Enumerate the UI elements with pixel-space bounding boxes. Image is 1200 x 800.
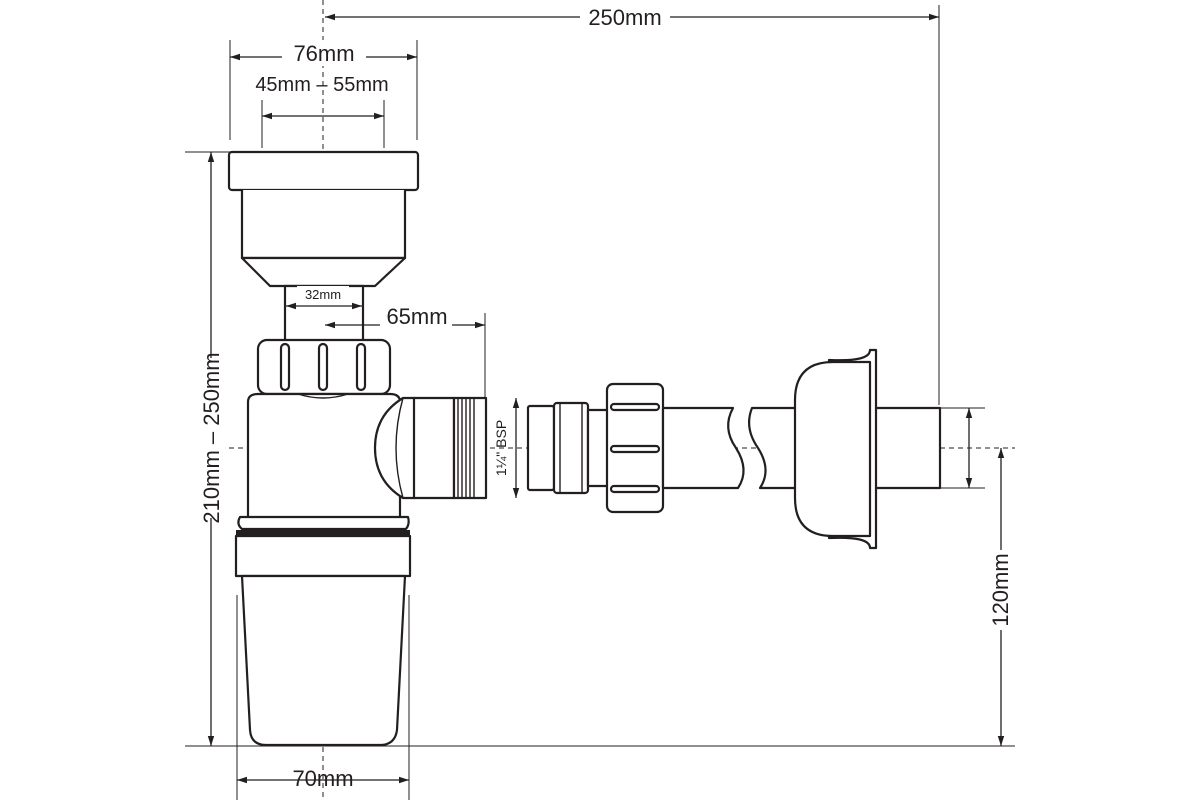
elbow-seam: [395, 397, 404, 499]
nut-rib: [279, 342, 291, 392]
thread-lines: [457, 398, 475, 498]
sealing-ring: [237, 515, 410, 531]
wall-outlet-pipe: [868, 406, 942, 490]
bowl-seam: [297, 393, 349, 399]
pipe-right-segment: [747, 406, 802, 490]
label-cup-outer: 76mm: [293, 41, 354, 66]
label-mask: [580, 4, 670, 30]
label-mask: [297, 286, 349, 302]
outlet-spigot: [412, 396, 456, 500]
fitting-spigot: [526, 404, 556, 492]
waste-cup-rim: [227, 150, 420, 192]
nut-groove: [609, 484, 661, 494]
label-thread-spec: 1¼" BSP: [493, 420, 509, 476]
nut-rib: [355, 342, 367, 392]
label-waste-diameter: 32mm: [305, 287, 341, 302]
label-height-range: 210mm – 250mm: [199, 352, 224, 523]
label-total-width: 250mm: [588, 5, 661, 30]
waste-funnel: [240, 256, 407, 288]
waste-cup-body: [240, 190, 407, 260]
outlet-elbow: [373, 396, 417, 500]
o-ring: [236, 530, 410, 536]
label-cup-inner: 45mm – 55mm: [255, 74, 388, 96]
dimension-labels: 250mm 76mm 45mm – 55mm 32mm 65mm 1¼" BSP…: [197, 4, 1015, 791]
label-mask: [197, 358, 225, 518]
siphon-body: [227, 150, 488, 747]
label-outlet-offset: 65mm: [386, 304, 447, 329]
fitting-olive: [552, 401, 590, 495]
label-mask: [987, 550, 1015, 630]
nut-groove: [609, 402, 661, 412]
nut-groove: [609, 444, 661, 454]
label-body-width: 70mm: [292, 766, 353, 791]
waste-pipe-run: [661, 406, 802, 490]
compression-fitting: [526, 382, 665, 514]
wall-outlet: [793, 348, 942, 550]
wall-rosette: [793, 360, 872, 538]
fitting-sleeve: [586, 408, 610, 488]
pipe-left-segment: [661, 406, 745, 490]
trap-collar: [234, 534, 412, 578]
label-outlet-height: 120mm: [988, 553, 1013, 626]
upper-bowl: [246, 392, 402, 517]
trap-bottle: [240, 574, 407, 747]
label-mask: [380, 304, 452, 330]
nut-rib: [317, 342, 329, 392]
label-mask: [282, 40, 366, 66]
